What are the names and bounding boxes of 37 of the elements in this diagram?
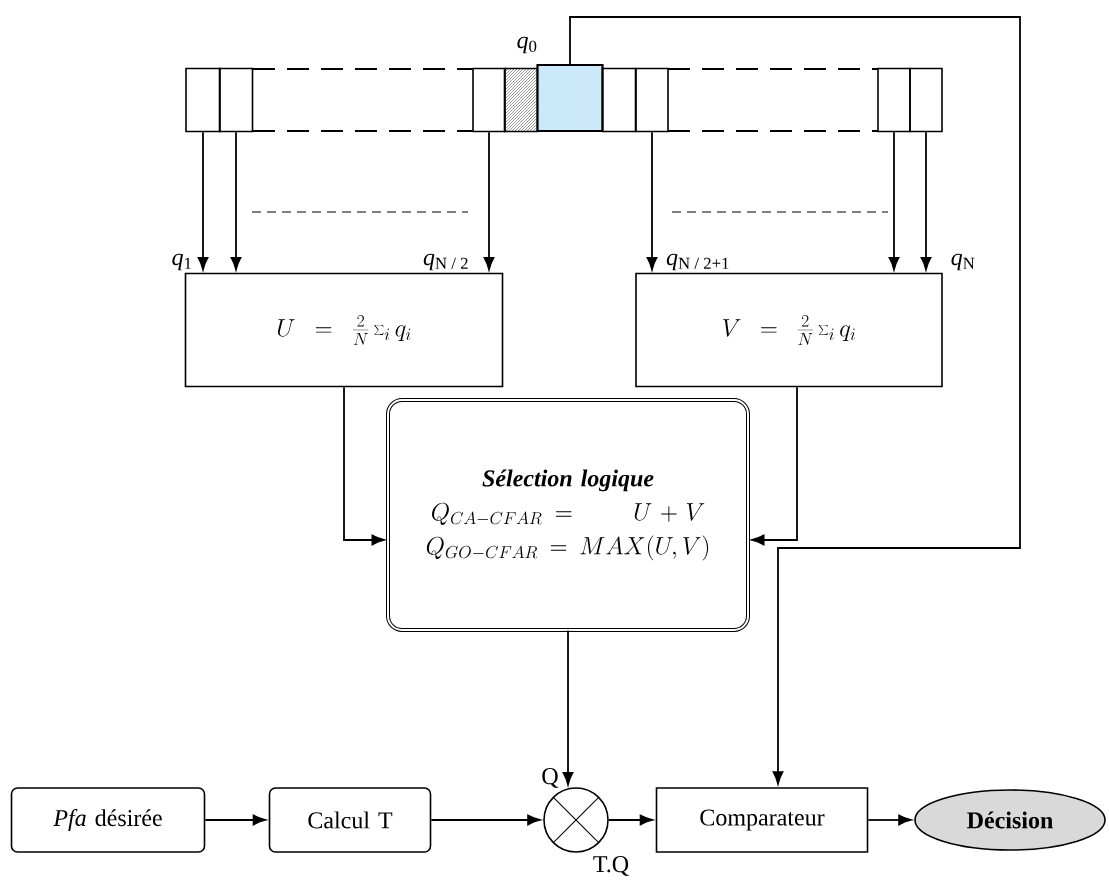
process-box: Calcul T bbox=[268, 787, 432, 853]
arrow bbox=[867, 814, 912, 826]
arrow bbox=[751, 386, 798, 546]
edge-label: q$_{N / 2}$ bbox=[421, 252, 471, 272]
comparator-box: Comparateur bbox=[655, 787, 869, 853]
register-cell bbox=[909, 67, 943, 133]
register-cell bbox=[877, 67, 911, 133]
selection-box: Sélection logique $Q_{CA-CFAR} = \qquad U+V$ $Q_{GO-CFAR} = MAX(U,V)$ bbox=[386, 398, 750, 632]
test-cell bbox=[536, 63, 604, 133]
arrow bbox=[569, 16, 1021, 785]
guard-cell bbox=[503, 67, 539, 133]
edge-label: Q bbox=[540, 767, 560, 789]
arrow bbox=[920, 131, 932, 271]
guard-cell bbox=[601, 67, 637, 133]
cell-label: q$_{0}$ bbox=[517, 36, 537, 54]
arrow bbox=[888, 131, 900, 271]
arrow bbox=[230, 131, 242, 271]
arrow bbox=[343, 386, 385, 546]
arrow bbox=[607, 814, 653, 826]
arrow bbox=[562, 629, 574, 786]
edge-label: q$_{N}$ bbox=[949, 252, 977, 272]
sum-box: $U=\frac{2}{N}\sum_{i} q_{i}$ bbox=[184, 272, 504, 388]
register-cell bbox=[185, 67, 221, 133]
arrow bbox=[197, 131, 209, 271]
multiplier-circle bbox=[543, 787, 609, 853]
arrow bbox=[646, 131, 658, 271]
edge-label: q$_{1}$ bbox=[170, 252, 194, 272]
arrow bbox=[430, 814, 541, 826]
register-cell bbox=[635, 67, 669, 133]
input-box: Pfa désirée bbox=[10, 787, 206, 853]
arrow bbox=[204, 814, 266, 826]
register-cell bbox=[472, 67, 506, 133]
register-cell bbox=[218, 67, 254, 133]
edge-label: T.Q bbox=[591, 855, 631, 877]
arrow bbox=[483, 131, 495, 271]
sum-box: $V=\frac{2}{N}\sum_{i} q_{i}$ bbox=[635, 272, 943, 388]
edge-label: q$_{N / 2+1}$ bbox=[665, 252, 731, 272]
